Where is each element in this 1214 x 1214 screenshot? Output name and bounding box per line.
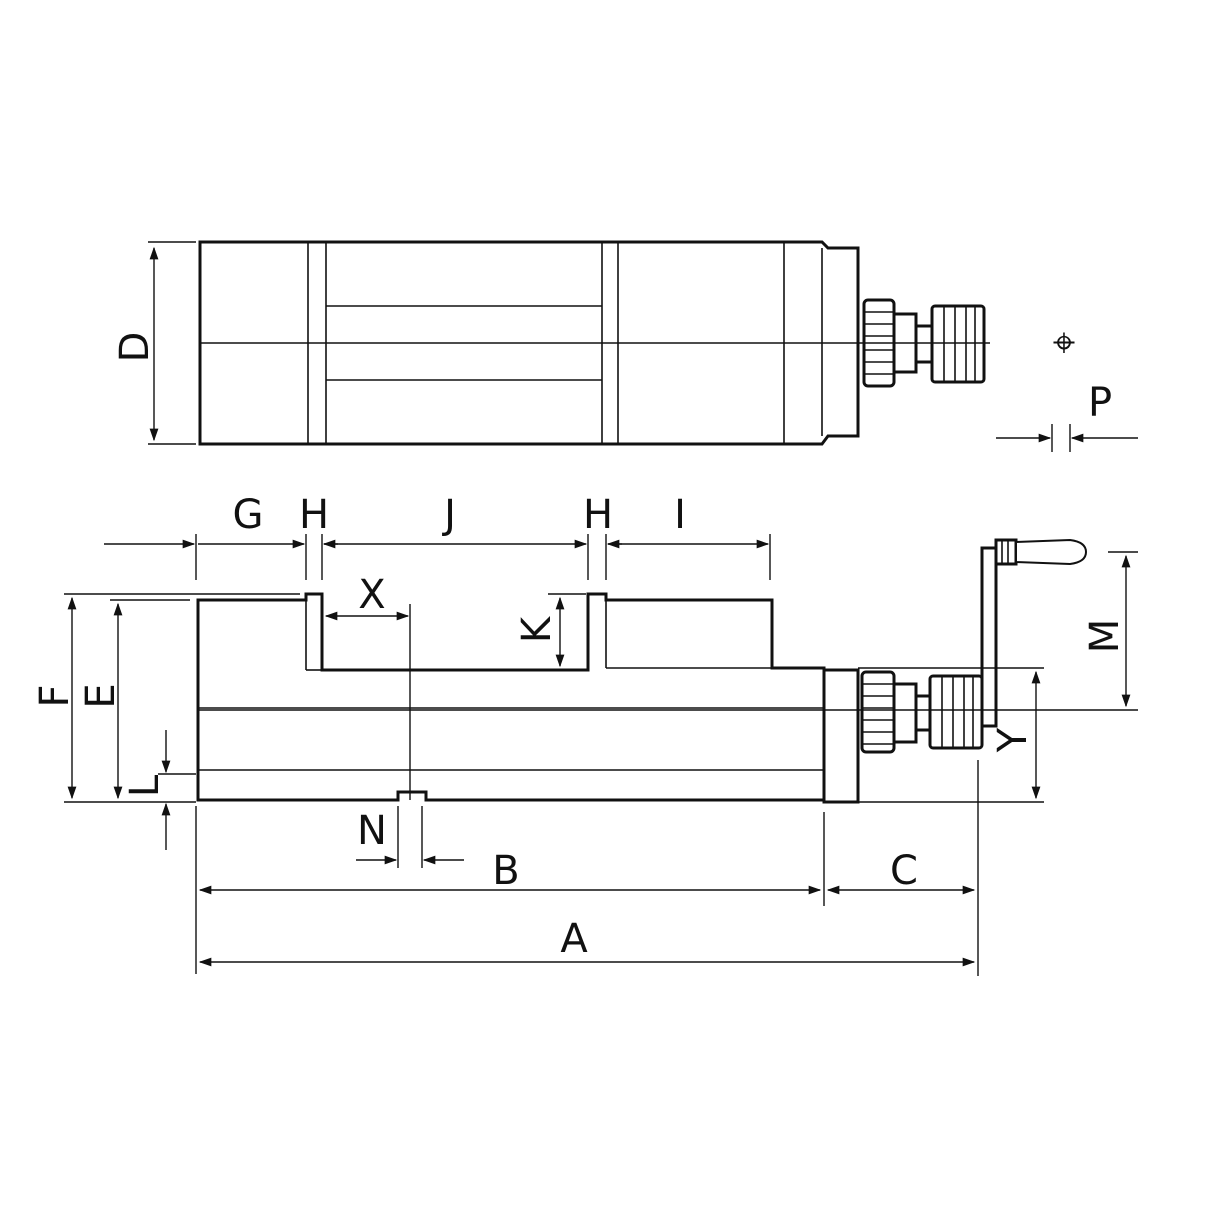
right-dimensions: M Y xyxy=(990,551,1138,800)
label-i: I xyxy=(674,492,686,538)
label-l: L xyxy=(122,774,168,797)
left-dimensions: F E L xyxy=(32,593,300,850)
label-j: J xyxy=(441,492,456,538)
side-view xyxy=(196,538,1138,804)
label-n: N xyxy=(357,808,387,854)
label-f: F xyxy=(32,684,78,707)
position-symbol: ⌖ xyxy=(1053,320,1076,366)
label-c: C xyxy=(890,848,918,894)
label-k: K xyxy=(514,615,560,643)
label-x: X xyxy=(358,572,385,618)
label-a: A xyxy=(560,916,588,962)
label-y: Y xyxy=(990,727,1036,753)
label-p: P xyxy=(1088,380,1112,426)
label-m: M xyxy=(1082,619,1128,654)
p-detail: ⌖ P xyxy=(996,320,1138,452)
top-dimension-row: G H J H I xyxy=(104,492,771,580)
label-e: E xyxy=(78,683,124,708)
label-h-left: H xyxy=(299,492,329,538)
label-g: G xyxy=(233,492,264,538)
x-k-dimensions: X K xyxy=(324,572,586,800)
top-view: D xyxy=(112,240,990,446)
label-b: B xyxy=(492,848,519,894)
bottom-dimensions: B C A xyxy=(195,760,979,976)
label-h-right: H xyxy=(583,492,613,538)
label-d: D xyxy=(112,332,158,363)
n-dimension: N xyxy=(356,806,464,868)
